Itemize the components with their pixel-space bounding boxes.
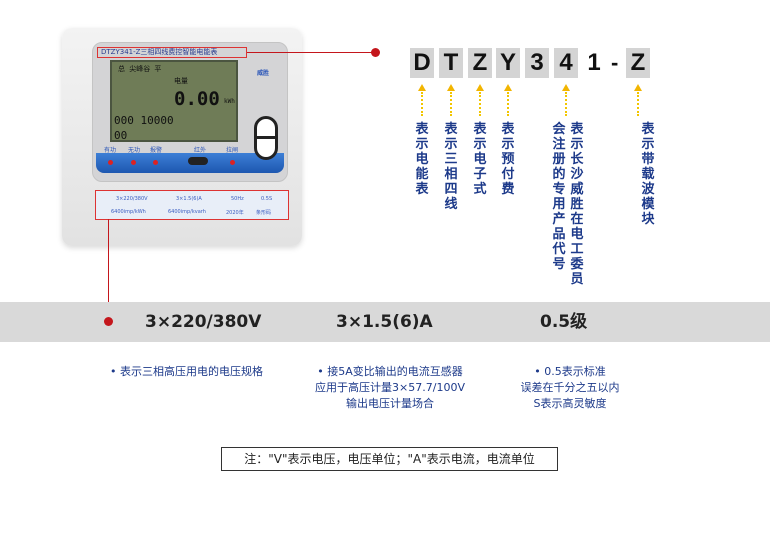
- nameplate-cell: 0.5S: [261, 196, 273, 202]
- label-d: 表示电能表: [415, 122, 429, 197]
- code-dash: -: [611, 50, 619, 75]
- nameplate-cell: 3×1.5(6)A: [176, 196, 202, 202]
- nameplate-cell: 6400imp/kvarh: [168, 209, 206, 215]
- code-letter: Z: [626, 48, 650, 78]
- led-indicator: [230, 160, 235, 165]
- arrow-icon: [418, 84, 426, 116]
- code-letter: 1: [587, 49, 601, 76]
- desc-line: • 0.5表示标准: [534, 365, 606, 378]
- arrow-icon: [562, 84, 570, 116]
- meter-button[interactable]: [254, 116, 278, 160]
- arrow-icon: [504, 84, 512, 116]
- spec-voltage: 3×220/380V: [145, 312, 262, 332]
- code-letter: D: [410, 48, 434, 78]
- label-z: 表示电子式: [473, 122, 487, 197]
- spec-current: 3×1.5(6)A: [336, 312, 433, 332]
- arrow-icon: [447, 84, 455, 116]
- infrared-port: [188, 157, 208, 165]
- lcd-code1: 000 10000: [114, 114, 174, 127]
- spec-band: [0, 302, 770, 342]
- label-t: 表示三相四线: [444, 122, 458, 212]
- label-wasion: 表示长沙威胜在电工委员: [570, 122, 584, 287]
- desc-accuracy: • 0.5表示标准 误差在千分之五以内 S表示高灵敏度: [500, 364, 640, 412]
- desc-line: 输出电压计量场合: [346, 397, 434, 410]
- code-letter: 4: [554, 48, 578, 78]
- nameplate-cell: 6400imp/kWh: [111, 209, 146, 215]
- nameplate-cell: 条形码: [256, 210, 272, 216]
- unit-note: 注："V"表示电压，电压单位；"A"表示电流，电流单位: [221, 447, 558, 471]
- desc-current: • 接5A变比输出的电流互感器 应用于高压计量3×57.7/100V 输出电压计…: [300, 364, 480, 412]
- leader-line: [108, 219, 109, 319]
- label-y: 表示预付费: [501, 122, 515, 197]
- leader-line: [247, 52, 375, 53]
- nameplate-cell: 50Hz: [231, 196, 244, 202]
- nameplate-cell: 3×220/380V: [116, 196, 148, 202]
- led-indicator: [108, 160, 113, 165]
- lcd-label: 电量: [174, 77, 188, 85]
- led-indicator: [131, 160, 136, 165]
- led-label: 无功: [128, 147, 141, 154]
- lcd-value: 0.00: [174, 88, 220, 110]
- label-carrier: 表示带载波模块: [641, 122, 655, 227]
- led-indicator: [153, 160, 158, 165]
- nameplate-cell: 2020年: [226, 210, 244, 216]
- meter-nameplate: 3×220/380V 3×1.5(6)A 50Hz 0.5S 6400imp/k…: [95, 190, 289, 220]
- desc-line: 应用于高压计量3×57.7/100V: [315, 381, 465, 394]
- arrow-icon: [634, 84, 642, 116]
- led-label: 有功: [104, 147, 117, 154]
- code-letter: T: [439, 48, 463, 78]
- lcd-unit: kWh: [224, 98, 235, 105]
- brand-logo: 威胜: [256, 70, 269, 77]
- lcd-display: 总 尖峰谷 平 电量 0.00 kWh 000 10000 00: [110, 60, 238, 142]
- desc-line: • 接5A变比输出的电流互感器: [317, 365, 463, 378]
- lcd-code2: 00: [114, 129, 128, 142]
- arrow-icon: [476, 84, 484, 116]
- code-letter: Y: [496, 48, 520, 78]
- desc-voltage: • 表示三相高压用电的电压规格: [110, 365, 263, 378]
- spec-accuracy: 0.5级: [540, 312, 588, 332]
- leader-dot: [104, 317, 113, 326]
- desc-line: S表示高灵敏度: [533, 397, 607, 410]
- code-letter: Z: [468, 48, 492, 78]
- label-registered: 会注册的专用产品代号: [552, 122, 566, 272]
- code-letter: 3: [525, 48, 549, 78]
- led-label: 拉闸: [226, 147, 239, 154]
- meter-model-tag: DTZY341-Z三相四线费控智能电能表: [97, 47, 247, 58]
- leader-dot: [371, 48, 380, 57]
- led-label: 报警: [150, 147, 163, 154]
- led-label: 红外: [194, 147, 207, 154]
- lcd-top: 总 尖峰谷 平: [118, 65, 162, 73]
- desc-line: 误差在千分之五以内: [520, 381, 620, 394]
